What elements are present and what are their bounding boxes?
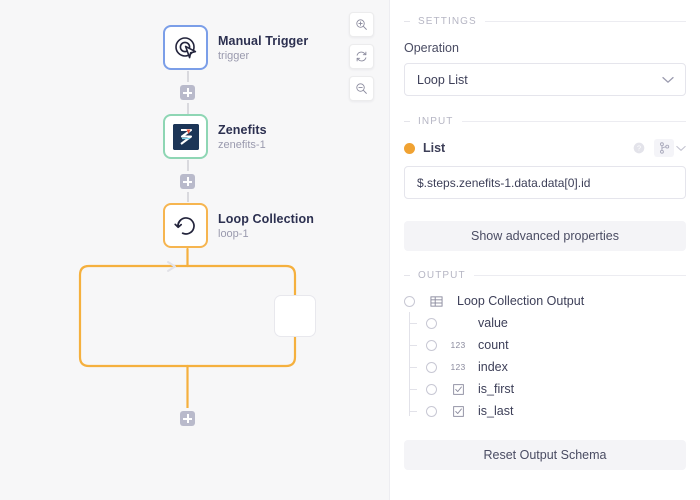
operation-selected-value: Loop List — [417, 72, 468, 87]
reset-button-wrap: Reset Output Schema — [404, 440, 686, 470]
zoom-toolbar — [349, 12, 374, 101]
output-tree-row[interactable]: value — [404, 312, 686, 334]
input-section-header: INPUT — [404, 116, 686, 127]
node-icon-box[interactable] — [163, 114, 208, 159]
output-tree-root-row[interactable]: Loop Collection Output — [404, 290, 686, 312]
output-field-label: index — [478, 360, 508, 374]
output-select-radio[interactable] — [426, 405, 437, 417]
code-branch-icon[interactable] — [654, 139, 674, 157]
section-rule — [473, 275, 686, 276]
table-icon — [424, 295, 448, 308]
output-field-label: is_first — [478, 382, 515, 396]
chevron-down-icon — [662, 73, 674, 87]
output-select-radio[interactable] — [404, 295, 415, 307]
node-title: Manual Trigger — [218, 33, 309, 48]
output-section-header: OUTPUT — [404, 270, 686, 281]
step-settings-panel: SETTINGS Operation Loop List INPUT List — [389, 0, 700, 500]
list-value-input[interactable]: $.steps.zenefits-1.data.data[0].id — [404, 166, 686, 199]
input-key-label: List — [423, 141, 446, 155]
number-type-label: 123 — [450, 340, 466, 350]
node-title: Loop Collection — [218, 211, 314, 226]
output-section-label: OUTPUT — [418, 270, 466, 281]
node-loop-collection[interactable]: Loop Collection loop-1 — [163, 203, 314, 248]
checkbox-icon — [446, 405, 470, 417]
number-type-icon: 123 — [446, 362, 470, 372]
output-tree-row[interactable]: 123 index — [404, 356, 686, 378]
cursor-target-icon — [174, 36, 196, 58]
number-type-label: 123 — [450, 362, 466, 372]
tree-tick — [409, 323, 417, 324]
zoom-out-button[interactable] — [349, 76, 374, 101]
operation-label: Operation — [404, 41, 459, 55]
checkbox-icon — [446, 383, 470, 395]
svg-text:?: ? — [637, 144, 641, 153]
question-circle-icon[interactable]: ? — [633, 142, 645, 154]
output-field-label: count — [478, 338, 509, 352]
zoom-reset-button[interactable] — [349, 44, 374, 69]
add-step-after-trigger-button[interactable] — [180, 85, 195, 100]
output-root-label: Loop Collection Output — [457, 294, 585, 308]
node-manual-trigger[interactable]: Manual Trigger trigger — [163, 25, 308, 70]
loop-arrow-icon — [173, 216, 195, 235]
output-select-radio[interactable] — [426, 317, 437, 329]
node-zenefits[interactable]: Zenefits zenefits-1 — [163, 114, 267, 159]
zenefits-logo-icon — [172, 123, 199, 150]
output-field-label: value — [478, 316, 508, 330]
output-select-radio[interactable] — [426, 383, 437, 395]
output-select-radio[interactable] — [426, 339, 437, 351]
show-advanced-properties-button[interactable]: Show advanced properties — [404, 221, 686, 251]
list-value-text: $.steps.zenefits-1.data.data[0].id — [417, 175, 591, 190]
magnifier-minus-icon — [356, 83, 367, 94]
section-rule — [484, 21, 686, 22]
node-text: Zenefits zenefits-1 — [218, 123, 267, 151]
section-dash — [404, 275, 410, 276]
number-type-icon: 123 — [446, 340, 470, 350]
section-dash — [404, 21, 410, 22]
section-rule — [461, 121, 686, 122]
add-step-after-zenefits-button[interactable] — [180, 174, 195, 189]
refresh-icon — [356, 51, 367, 62]
tree-tick — [409, 367, 417, 368]
output-select-radio[interactable] — [426, 361, 437, 373]
zoom-in-button[interactable] — [349, 12, 374, 37]
reset-output-schema-button[interactable]: Reset Output Schema — [404, 440, 686, 470]
loop-placeholder-node[interactable] — [274, 295, 316, 337]
add-step-after-loop-button[interactable] — [180, 411, 195, 426]
node-text: Loop Collection loop-1 — [218, 212, 314, 240]
input-section-label: INPUT — [418, 116, 454, 127]
node-text: Manual Trigger trigger — [218, 34, 308, 62]
output-field-label: is_last — [478, 404, 514, 418]
output-tree-row[interactable]: 123 count — [404, 334, 686, 356]
tree-tick — [409, 345, 417, 346]
tree-spine — [409, 312, 410, 416]
magnifier-plus-icon — [356, 19, 367, 30]
tree-tick — [409, 411, 417, 412]
advanced-button-wrap: Show advanced properties — [404, 221, 686, 251]
output-tree-row[interactable]: is_last — [404, 400, 686, 422]
settings-section-label: SETTINGS — [418, 16, 477, 27]
required-dot-icon — [404, 142, 415, 154]
node-subtitle: trigger — [218, 49, 250, 62]
node-subtitle: zenefits-1 — [218, 138, 266, 151]
operation-select[interactable]: Loop List — [404, 63, 686, 96]
output-tree-row[interactable]: is_first — [404, 378, 686, 400]
input-field-header: List ? — [404, 139, 686, 157]
node-subtitle: loop-1 — [218, 227, 249, 240]
node-icon-box[interactable] — [163, 203, 208, 248]
tree-tick — [409, 389, 417, 390]
section-dash — [404, 121, 410, 122]
output-schema-tree: Loop Collection Output value 123 count — [404, 290, 686, 422]
settings-section-header: SETTINGS — [404, 16, 686, 27]
node-icon-box[interactable] — [163, 25, 208, 70]
input-options-chevron-icon[interactable] — [676, 145, 686, 152]
node-title: Zenefits — [218, 122, 267, 137]
workflow-canvas[interactable]: Manual Trigger trigger Zenefits — [0, 0, 389, 500]
loop-track — [78, 247, 297, 414]
